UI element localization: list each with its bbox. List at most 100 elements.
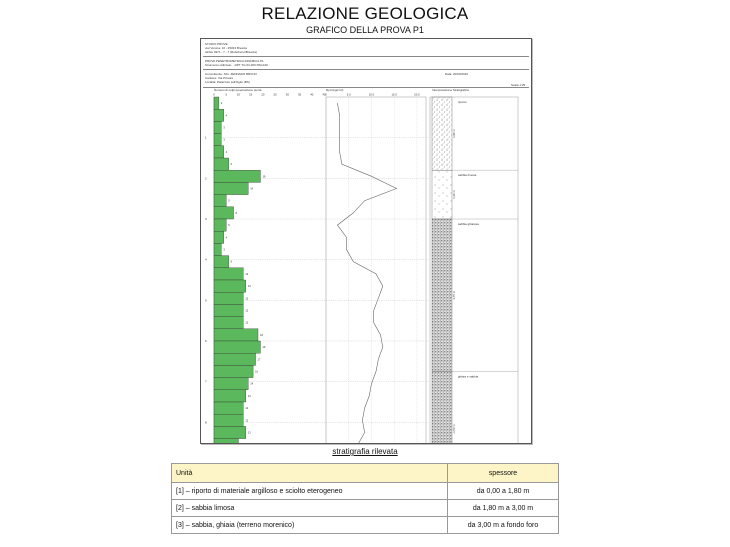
bar-value-label: 17 — [258, 357, 261, 361]
rpd-tick-label: 0 — [325, 93, 327, 97]
bar-value-label: 13 — [248, 284, 251, 288]
blow-count-bar — [213, 316, 244, 329]
depth-label: 1 — [205, 136, 207, 140]
table-header-row: Unità spessore — [171, 463, 559, 483]
blow-count-bar — [213, 279, 246, 293]
blow-count-bar — [213, 157, 229, 171]
unit-cell: [3] – sabbia, ghiaia (terreno morenico) — [171, 516, 448, 534]
cantiere-line: Cantiere: Via Piovani — [205, 76, 233, 80]
studio-line-3: tel/fax 0371 - 7 - 7 (Rottofreno/Brescia… — [205, 50, 257, 54]
layer-name-label: sabbia limosa — [458, 173, 477, 177]
blows-tick-label: 0 — [213, 93, 215, 97]
blow-count-bar — [213, 109, 224, 122]
bar-value-label: 19 — [262, 174, 265, 178]
scale-label: Scala 1:25 — [511, 83, 526, 87]
bar-value-label: 14 — [250, 187, 253, 191]
header-divider — [203, 56, 529, 57]
blow-count-bar — [213, 121, 222, 134]
unit-cell: [2] – sabbia limosa — [171, 499, 448, 517]
blow-count-bar — [213, 96, 220, 110]
thickness-cell: da 1,80 m a 3,00 m — [447, 499, 559, 517]
blow-count-bar — [213, 328, 259, 342]
page-title: RELAZIONE GEOLOGICA — [261, 4, 469, 23]
blow-count-bar — [213, 218, 227, 232]
stratigraphy-title: stratigrafia rilevata — [332, 447, 398, 456]
bar-value-label: 6 — [231, 260, 233, 264]
bar-value-label: 12 — [245, 309, 248, 313]
blow-count-bar — [213, 231, 224, 244]
bar-value-label: 12 — [245, 321, 248, 325]
blow-count-bar — [213, 304, 244, 317]
stratigraphy-column-title: Interpretazione Stratigrafica — [432, 88, 469, 92]
blows-tick-label: 30 — [286, 93, 290, 97]
bar-value-label: 3 — [223, 126, 225, 130]
layer-name-label: ghiaia e sabbia — [458, 375, 479, 379]
table-row: [2] – sabbia limosa da 1,80 m a 3,00 m — [171, 499, 559, 517]
blow-count-bar — [213, 353, 256, 366]
blow-count-bar — [213, 292, 244, 305]
blow-count-bar — [213, 401, 244, 415]
blow-count-bar — [213, 194, 227, 207]
layer-thickness-label: 1,20 m — [452, 190, 456, 199]
unit-cell: [1] – riporto di materiale argilloso e s… — [171, 482, 448, 500]
bar-value-label: 2 — [221, 101, 223, 105]
blow-count-bar — [213, 182, 249, 195]
layer-name-label: sabbia ghiaiosa — [458, 222, 479, 226]
bar-value-label: 18 — [260, 333, 263, 337]
penetrometer-sheet: STUDIO PROVE via/ Verona, 10 - 25033 Bre… — [200, 38, 532, 444]
blows-tick-label: 20 — [261, 93, 265, 97]
bar-value-label: 16 — [255, 370, 258, 374]
blow-count-bar — [213, 414, 244, 427]
blow-count-bar — [213, 243, 222, 256]
blow-count-bar — [213, 438, 239, 443]
thickness-cell: da 0,00 a 1,80 m — [447, 482, 559, 500]
bar-value-label: 19 — [262, 345, 265, 349]
committente-line: Committente: SIG. ZENNARO BRUNO — [205, 72, 257, 76]
depth-label: 4 — [205, 258, 207, 262]
prova-line-1: PROVA PENETROMETRICA DINAMICA P1 — [205, 59, 264, 63]
layer-name-label: riporto — [458, 100, 467, 104]
rpd-axis-title: Rpd (kg/cm²) — [326, 88, 343, 92]
date-label: Data: 20/03/2016 — [445, 72, 469, 76]
depth-label: 5 — [205, 298, 207, 302]
table-row: [3] – sabbia, ghiaia (terreno morenico) … — [171, 516, 559, 534]
blow-count-bar — [213, 170, 261, 183]
blow-count-bar — [213, 426, 246, 439]
blows-tick-label: 5 — [225, 93, 227, 97]
penetrometer-chart: Numero di colpi penetrazione punta Rpd (k… — [205, 88, 519, 443]
blow-count-bar — [213, 206, 234, 220]
blow-count-bar — [213, 145, 224, 159]
thickness-cell: da 3,00 m a fondo foro — [447, 516, 559, 534]
rpd-tick-label: 15.0 — [391, 93, 397, 97]
bar-value-label: 13 — [248, 431, 251, 435]
blow-count-bar — [213, 255, 229, 268]
header-thickness: spessore — [447, 463, 559, 483]
rpd-panel-frame — [325, 96, 427, 443]
rpd-tick-label: 20.0 — [414, 93, 420, 97]
blow-count-bar — [213, 365, 254, 378]
layer-thickness-label: 3,75 m — [452, 290, 456, 299]
bar-value-label: 3 — [223, 138, 225, 142]
layer-thickness-label: 1,80 m — [452, 129, 456, 138]
blows-axis-title: Numero di colpi penetrazione punta — [214, 88, 262, 92]
bar-value-label: 4 — [226, 235, 228, 239]
rpd-tick-label: 10.0 — [369, 93, 375, 97]
stratigraphy-layer — [431, 218, 453, 372]
blow-count-bar — [213, 377, 249, 390]
bar-value-label: 12 — [245, 272, 248, 276]
header-divider — [203, 69, 529, 70]
depth-label: 3 — [205, 217, 207, 221]
studio-line-2: via/ Verona, 10 - 25033 Brescia — [205, 46, 247, 50]
blows-tick-label: 45 — [322, 93, 326, 97]
blow-count-bar — [213, 389, 246, 403]
bar-value-label: 3 — [223, 248, 225, 252]
stratigraphy-layer — [431, 169, 453, 220]
depth-label: 8 — [205, 420, 207, 424]
rpd-tick-label: 5.0 — [347, 93, 351, 97]
bar-value-label: 4 — [226, 113, 228, 117]
bar-value-label: 12 — [245, 418, 248, 422]
stratigraphy-table: Unità spessore [1] – riporto di material… — [171, 463, 559, 534]
bar-value-label: 14 — [250, 382, 253, 386]
rpd-line — [336, 103, 398, 443]
stratigraphy-layer — [431, 371, 453, 443]
